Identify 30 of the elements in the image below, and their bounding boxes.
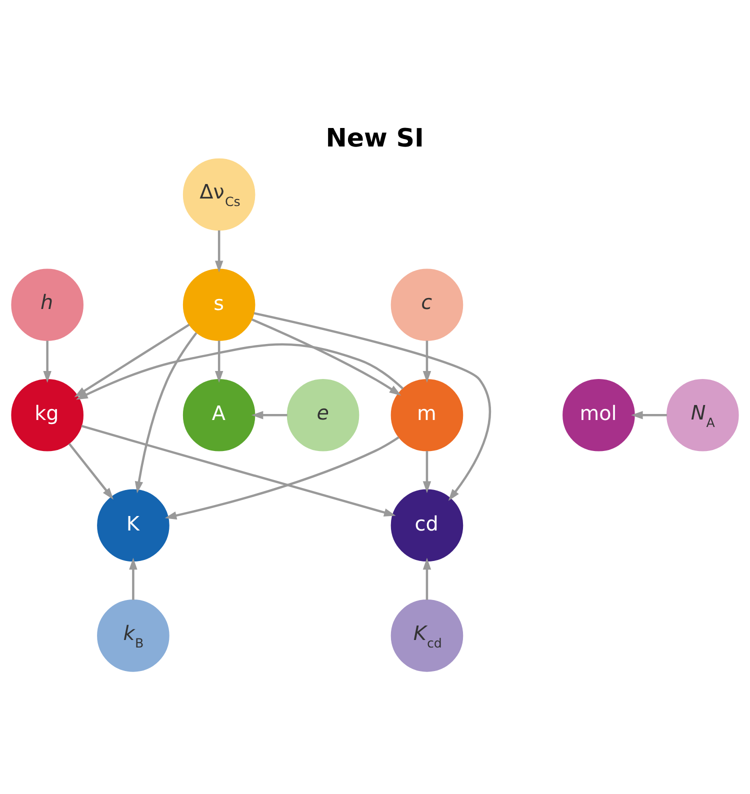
diagram-title: New SI — [326, 123, 424, 152]
arrow — [214, 230, 224, 272]
node-circle: K$_{cd}$ — [390, 599, 464, 672]
arrow — [631, 410, 667, 419]
node-circle: e — [286, 378, 360, 451]
node-circle: A — [182, 378, 256, 451]
node-circle: K — [97, 488, 170, 562]
arrow — [254, 312, 491, 500]
arrow — [134, 332, 198, 493]
node-circle: Δν$_{Cs}$ — [182, 158, 256, 230]
node-circle: m — [390, 378, 464, 451]
arrow — [43, 340, 52, 382]
arrow — [251, 410, 288, 419]
node-circle: s — [182, 268, 256, 340]
arrow — [76, 342, 404, 400]
node-circle: h — [11, 268, 84, 340]
node-circle: mol — [562, 378, 635, 451]
node-circle: k$_{B}$ — [97, 599, 170, 672]
arrow — [68, 442, 114, 500]
arrow — [214, 340, 224, 382]
arrow — [129, 557, 138, 600]
arrow — [251, 318, 402, 396]
arrow — [422, 450, 432, 493]
arrow — [422, 557, 432, 600]
arrow — [81, 424, 396, 516]
arrow — [164, 436, 400, 520]
arrow — [422, 340, 432, 382]
node-circle: c — [390, 268, 464, 340]
node-circle: kg — [11, 378, 84, 451]
node-circle: N$_{A}$ — [666, 378, 739, 451]
